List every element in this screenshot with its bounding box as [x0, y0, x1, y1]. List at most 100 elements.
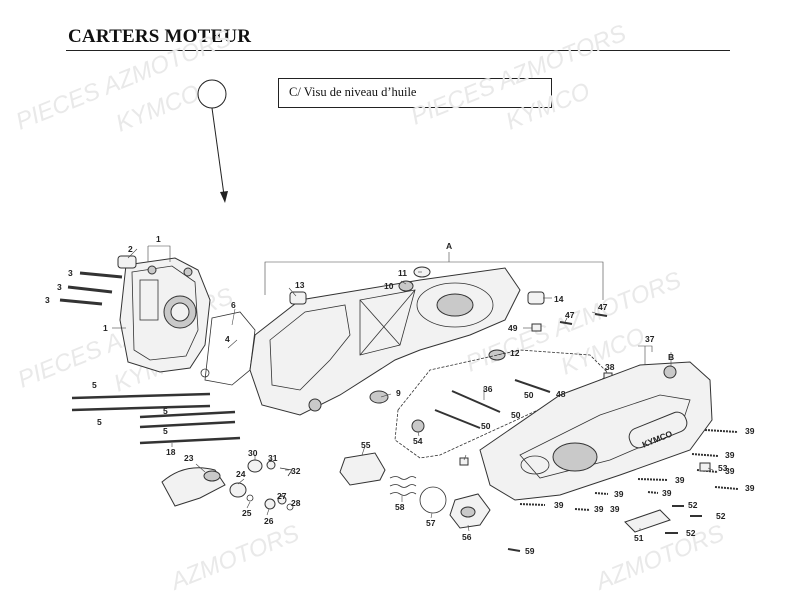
- callout: 27: [277, 491, 287, 501]
- callout: 6: [231, 300, 236, 310]
- bushing-2: [117, 255, 137, 269]
- callout: 36: [483, 384, 493, 394]
- callout: 52: [716, 511, 726, 521]
- callout: B: [668, 352, 674, 362]
- callout: 5: [163, 406, 168, 416]
- callout: 39: [662, 488, 672, 498]
- callout: 32: [291, 466, 301, 476]
- page-title: CARTERS MOTEUR: [68, 26, 252, 47]
- callout: 25: [242, 508, 252, 518]
- callout: 47: [565, 310, 575, 320]
- callout: 13: [295, 280, 305, 290]
- gear-55: [339, 452, 386, 486]
- plug-b: [663, 365, 677, 379]
- callout: 58: [395, 502, 405, 512]
- transmission-cover: KYMCO: [479, 361, 713, 501]
- o-ring-57: [419, 486, 447, 514]
- part-24: [229, 482, 247, 498]
- callout: 51: [634, 533, 644, 543]
- part-30: [247, 459, 263, 473]
- bolt-47a: [559, 321, 573, 325]
- callout: 1: [103, 323, 108, 333]
- seal-9: [369, 390, 389, 404]
- part-49: [531, 323, 542, 332]
- callout: A: [446, 241, 452, 251]
- callout: 47: [598, 302, 608, 312]
- callout: 59: [525, 546, 535, 556]
- callout: 38: [605, 362, 615, 372]
- leader-lines: [112, 245, 714, 532]
- callouts: 1 1 2 3 3 3 4 5 5 5 5 6 9 10 11 12 13 14…: [45, 234, 755, 556]
- callout: 56: [462, 532, 472, 542]
- callout: 55: [361, 440, 371, 450]
- bracket-a: [264, 252, 604, 300]
- bushing-14: [527, 291, 545, 305]
- detail-arrow-line: [211, 107, 225, 196]
- callout: 30: [248, 448, 258, 458]
- part-26: [264, 498, 276, 510]
- callout: 5: [97, 417, 102, 427]
- seal-10: [398, 280, 414, 292]
- callout: 37: [645, 334, 655, 344]
- studs: [71, 392, 241, 445]
- watermark: AZMOTORS: [590, 520, 728, 594]
- callout: 4: [225, 334, 230, 344]
- title-divider: [66, 50, 730, 51]
- gasket-6: [204, 311, 256, 386]
- callout: 12: [510, 348, 520, 358]
- callout: 39: [554, 500, 564, 510]
- callout: 23: [184, 453, 194, 463]
- callout: 18: [166, 447, 176, 457]
- part-32: [279, 467, 293, 477]
- callout: 39: [675, 475, 685, 485]
- callout: 39: [610, 504, 620, 514]
- callout: 52: [686, 528, 696, 538]
- callout: 50: [481, 421, 491, 431]
- callout: 39: [725, 450, 735, 460]
- callout: 3: [45, 295, 50, 305]
- callout: 39: [614, 489, 624, 499]
- callout: 11: [398, 268, 407, 278]
- callout: 39: [745, 426, 755, 436]
- callout: 24: [236, 469, 246, 479]
- callout: 48: [556, 389, 566, 399]
- cap-56-hole: [460, 506, 476, 518]
- gasket-36: [394, 349, 611, 459]
- screw-59: [507, 548, 521, 552]
- callout: 1: [156, 234, 161, 244]
- callout: 3: [68, 268, 73, 278]
- bolts-50: [434, 379, 551, 429]
- callout: 28: [291, 498, 301, 508]
- watermark: AZMOTORS: [165, 520, 303, 594]
- part-31: [266, 460, 276, 470]
- right-crankcase: [249, 267, 521, 416]
- callout: 50: [511, 410, 521, 420]
- part-53: [699, 462, 711, 472]
- callout: 53: [718, 463, 728, 473]
- callout: 50: [524, 390, 534, 400]
- kick-gear-23-shaft: [203, 470, 221, 482]
- callout: 26: [264, 516, 274, 526]
- callout: 5: [163, 426, 168, 436]
- bracket-51: [624, 509, 671, 533]
- note-text: C/ Visu de niveau d’huile: [289, 85, 417, 99]
- callout: 5: [92, 380, 97, 390]
- bolt-47b: [594, 313, 608, 317]
- callout: 52: [688, 500, 698, 510]
- callout: 2: [128, 244, 133, 254]
- bolts-3: [59, 271, 123, 306]
- callout: 39: [725, 466, 735, 476]
- callout: 14: [554, 294, 564, 304]
- bushing-13: [289, 291, 307, 305]
- callout: 10: [384, 281, 394, 291]
- part-54: [411, 419, 425, 433]
- callout: 54: [413, 436, 423, 446]
- part-38b: [459, 457, 469, 466]
- callout: 39: [745, 483, 755, 493]
- spring-58: [389, 476, 417, 496]
- note-box: C/ Visu de niveau d’huile: [278, 78, 552, 108]
- callout: 3: [57, 282, 62, 292]
- callout: 31: [268, 453, 278, 463]
- left-crankcase: [119, 257, 211, 373]
